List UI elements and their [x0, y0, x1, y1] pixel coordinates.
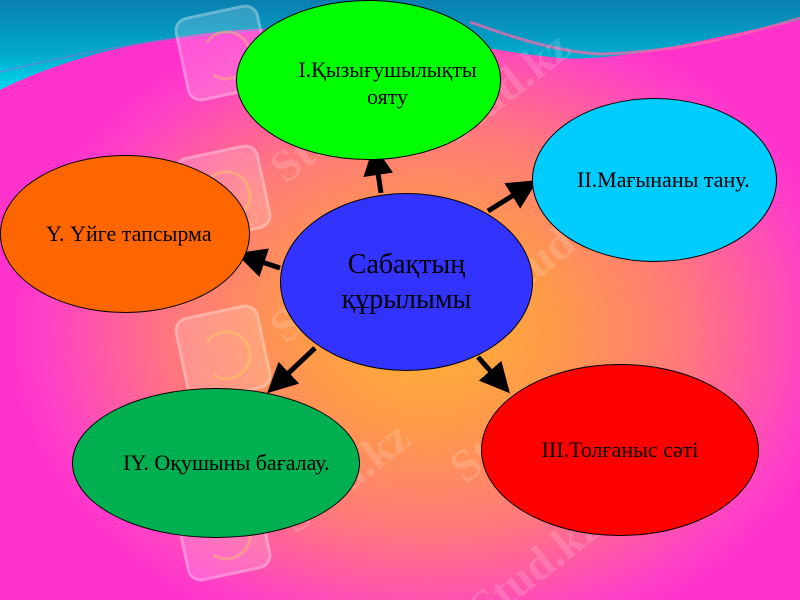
- arrow-to-node-1: [363, 145, 394, 194]
- center-label-line1: Сабақтың: [347, 249, 466, 280]
- node-5-label: Y. Үйге тапсырма: [46, 221, 212, 247]
- arrow-to-node-2: [486, 180, 538, 214]
- node-5-homework: Y. Үйге тапсырма: [0, 155, 250, 313]
- node-2-meaning-recognition: II.Мағынаны тану.: [532, 98, 777, 262]
- node-1-arouse-interest: I.Қызығушылықты ояту: [236, 0, 501, 160]
- node-3-label: III.Толғаныс сәті: [541, 437, 699, 463]
- node-1-label-line1: I.Қызығушылықты: [298, 56, 477, 82]
- arrow-to-node-5: [235, 248, 281, 277]
- node-2-label: II.Мағынаны тану.: [577, 167, 750, 193]
- node-4-label: IY. Оқушыны бағалау.: [123, 450, 330, 476]
- center-node-lesson-structure: Сабақтың құрылымы: [280, 193, 533, 371]
- center-label-line2: құрылымы: [341, 284, 472, 315]
- node-1-label-line2: ояту: [366, 84, 409, 109]
- node-4-student-assessment: IY. Оқушыны бағалау.: [72, 388, 360, 538]
- arrow-to-node-3: [476, 355, 510, 394]
- arrow-to-node-4: [267, 346, 317, 394]
- node-3-reflection: III.Толғаныс сәті: [481, 364, 759, 536]
